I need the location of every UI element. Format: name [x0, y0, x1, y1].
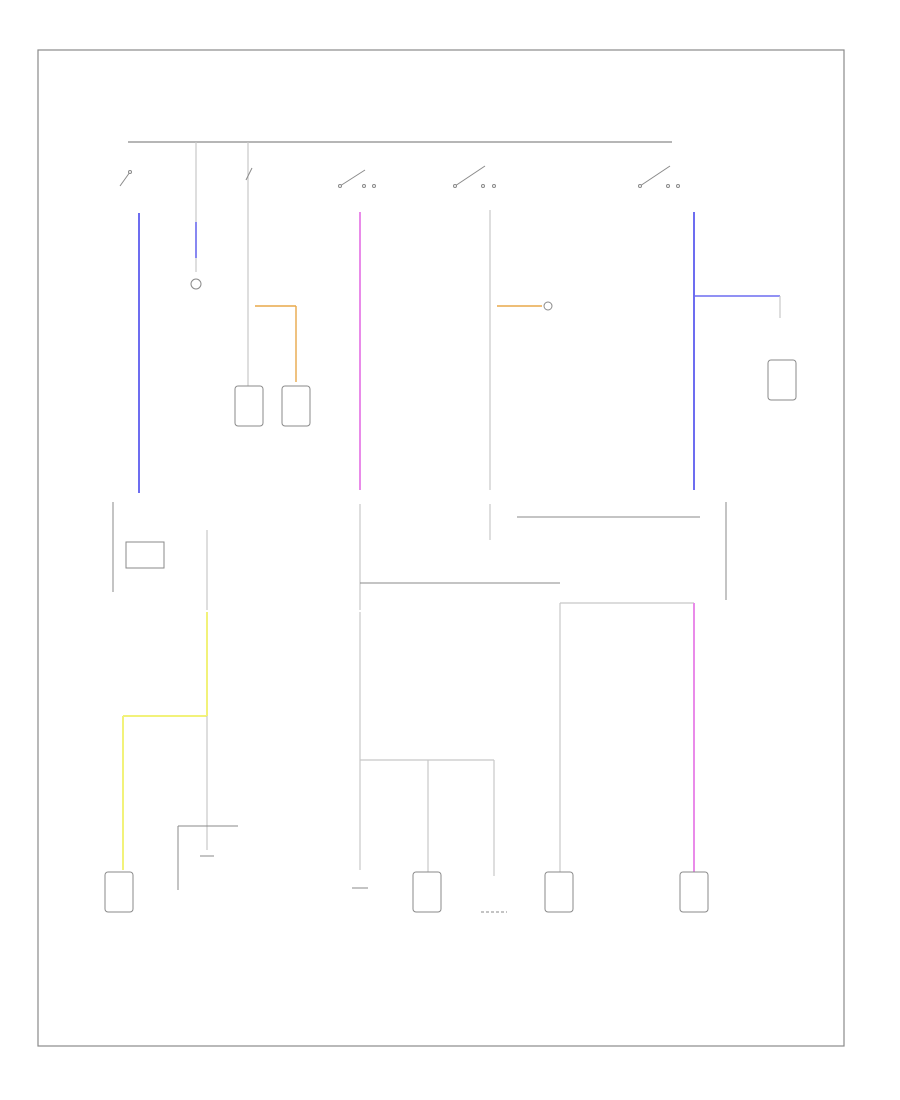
component-br — [679, 871, 709, 913]
switch-1 — [119, 170, 132, 187]
component-bc-2 — [412, 871, 442, 913]
component-3b — [281, 385, 311, 427]
ground-bl — [177, 825, 238, 890]
diagram-border — [37, 49, 845, 1047]
switch-3 — [245, 167, 253, 181]
switch-6 — [638, 165, 680, 188]
connector-5 — [543, 301, 553, 311]
switch-5 — [453, 165, 496, 188]
component-3a — [234, 385, 264, 427]
sensor-2 — [190, 278, 202, 290]
connector-block-left — [112, 502, 165, 592]
component-6 — [767, 359, 797, 401]
component-bc-4 — [544, 871, 574, 913]
junction-block — [359, 502, 727, 610]
component-bl-1 — [104, 871, 134, 913]
switch-4 — [338, 169, 376, 188]
